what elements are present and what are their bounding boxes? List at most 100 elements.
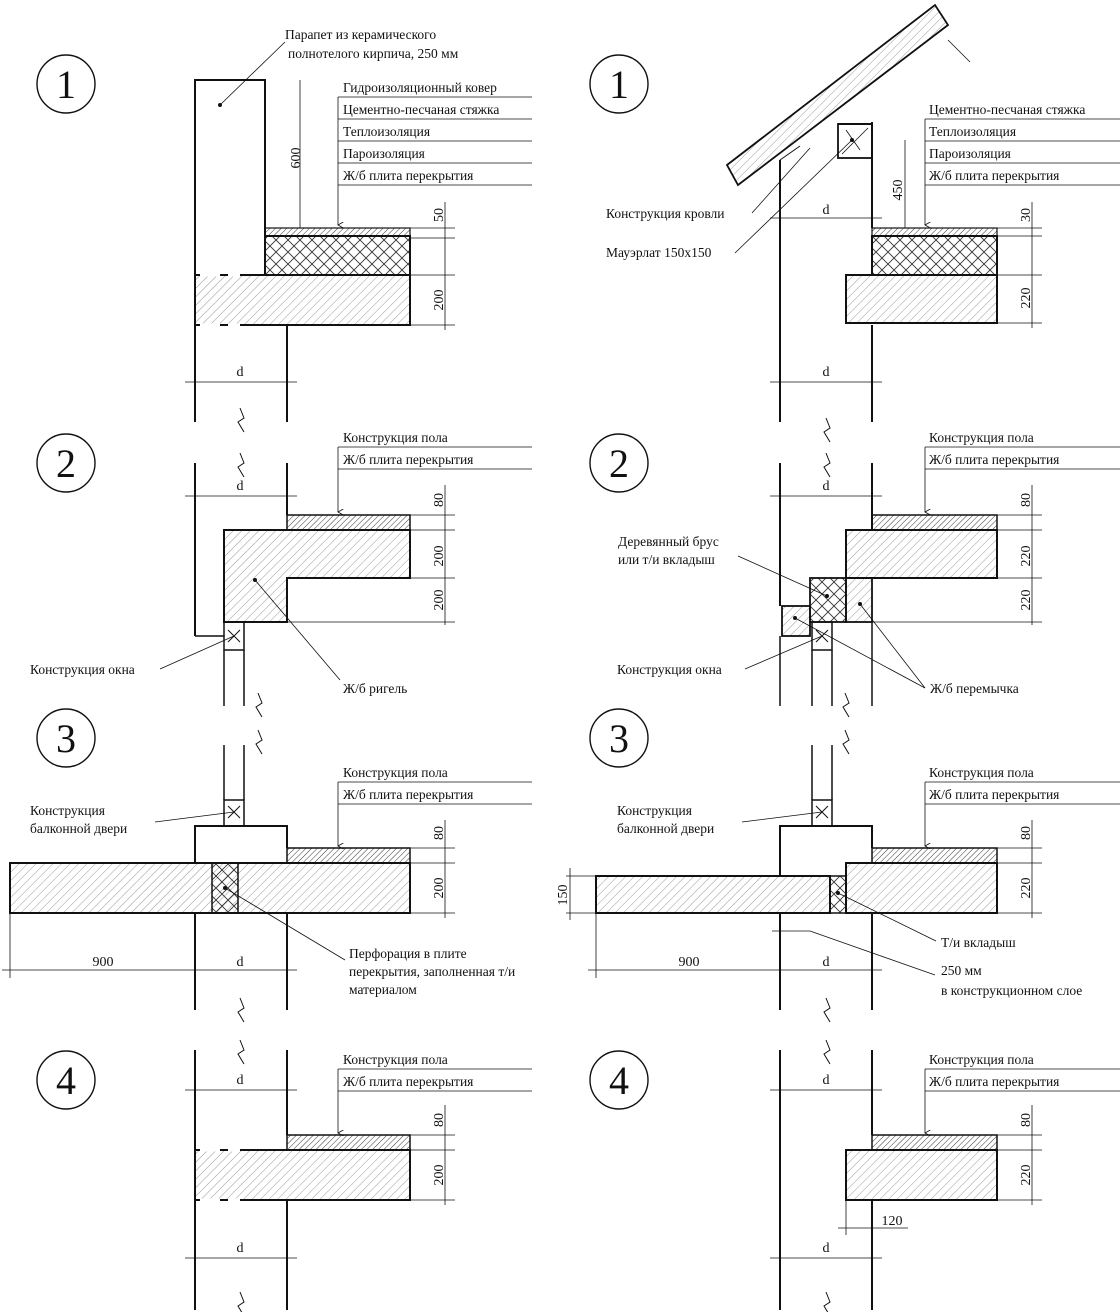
svg-text:Конструкция: Конструкция xyxy=(617,803,692,818)
svg-text:Перфорация в плите: Перфорация в плите xyxy=(349,946,467,961)
parapet xyxy=(194,79,266,276)
svg-text:150: 150 xyxy=(556,885,571,906)
svg-text:900: 900 xyxy=(93,955,114,970)
detail-right-4: 4 d 80 220 120 d Конструкция пола Ж/б пл… xyxy=(589,1039,1120,1312)
svg-text:полнотелого кирпича, 250 мм: полнотелого кирпича, 250 мм xyxy=(288,46,459,61)
svg-text:600: 600 xyxy=(289,148,304,169)
svg-text:Теплоизоляция: Теплоизоляция xyxy=(929,124,1016,139)
svg-text:200: 200 xyxy=(432,878,447,899)
svg-text:d: d xyxy=(237,365,244,380)
svg-text:Конструкция: Конструкция xyxy=(30,803,105,818)
svg-text:220: 220 xyxy=(1019,590,1034,611)
svg-text:Пароизоляция: Пароизоляция xyxy=(343,146,425,161)
detail-left-3: 3 80 200 900 d Конструкция пола Ж/б плит… xyxy=(2,708,532,1023)
svg-text:3: 3 xyxy=(609,716,629,761)
svg-text:балконной двери: балконной двери xyxy=(617,821,714,836)
timber-insert xyxy=(809,577,847,623)
svg-text:Конструкция кровли: Конструкция кровли xyxy=(606,206,725,221)
svg-text:50: 50 xyxy=(432,208,447,222)
svg-text:80: 80 xyxy=(1019,1113,1034,1127)
lintel xyxy=(845,577,873,623)
svg-text:220: 220 xyxy=(1019,878,1034,899)
svg-text:Ж/б плита перекрытия: Ж/б плита перекрытия xyxy=(343,168,473,183)
svg-text:80: 80 xyxy=(432,493,447,507)
svg-text:220: 220 xyxy=(1019,1165,1034,1186)
detail-left-1: 1 600 50 200 d Парапет из керамического … xyxy=(36,27,532,433)
svg-text:Гидроизоляционный ковер: Гидроизоляционный ковер xyxy=(343,80,497,95)
svg-text:80: 80 xyxy=(1019,493,1034,507)
svg-text:Деревянный брус: Деревянный брус xyxy=(618,534,719,549)
svg-text:или т/и вкладыш: или т/и вкладыш xyxy=(618,552,715,567)
svg-text:Мауэрлат 150x150: Мауэрлат 150x150 xyxy=(606,245,712,260)
roof-rafter xyxy=(725,3,950,187)
svg-text:Конструкция окна: Конструкция окна xyxy=(30,662,135,677)
svg-text:Парапет из керамического: Парапет из керамического xyxy=(285,27,436,42)
svg-text:d: d xyxy=(823,365,830,380)
floor-layer xyxy=(286,514,411,531)
balcony-slab xyxy=(595,875,831,914)
svg-text:30: 30 xyxy=(1019,208,1034,222)
svg-text:d: d xyxy=(823,1241,830,1256)
svg-text:в конструкционном слое: в конструкционном слое xyxy=(941,983,1082,998)
svg-text:4: 4 xyxy=(609,1058,629,1103)
svg-text:Пароизоляция: Пароизоляция xyxy=(929,146,1011,161)
svg-text:Ж/б плита перекрытия: Ж/б плита перекрытия xyxy=(929,1074,1059,1089)
svg-text:120: 120 xyxy=(882,1214,903,1229)
svg-text:Ж/б перемычка: Ж/б перемычка xyxy=(930,681,1019,696)
svg-text:d: d xyxy=(823,479,830,494)
svg-text:1: 1 xyxy=(609,62,629,107)
svg-text:Ж/б ригель: Ж/б ригель xyxy=(343,681,407,696)
svg-text:450: 450 xyxy=(891,180,906,201)
detail-number: 1 xyxy=(56,62,76,107)
svg-text:d: d xyxy=(237,1073,244,1088)
svg-text:2: 2 xyxy=(56,441,76,486)
svg-text:Конструкция пола: Конструкция пола xyxy=(343,430,448,445)
svg-text:d: d xyxy=(823,203,830,218)
svg-text:Т/и вкладыш: Т/и вкладыш xyxy=(941,935,1016,950)
svg-text:220: 220 xyxy=(1019,288,1034,309)
svg-text:Конструкция пола: Конструкция пола xyxy=(929,430,1034,445)
svg-text:4: 4 xyxy=(56,1058,76,1103)
detail-right-2: 2 d 80 220 220 Конструкция пола Ж/б плит… xyxy=(589,430,1120,718)
svg-text:200: 200 xyxy=(432,590,447,611)
svg-text:материалом: материалом xyxy=(349,982,417,997)
svg-text:Теплоизоляция: Теплоизоляция xyxy=(343,124,430,139)
balcony-slab xyxy=(9,862,411,914)
svg-text:250 мм: 250 мм xyxy=(941,963,982,978)
svg-text:80: 80 xyxy=(1019,826,1034,840)
svg-text:80: 80 xyxy=(432,826,447,840)
svg-text:Ж/б плита перекрытия: Ж/б плита перекрытия xyxy=(929,787,1059,802)
layer-list: Гидроизоляционный ковер Цементно-песчана… xyxy=(338,80,532,186)
detail-left-4: 4 d 80 200 d Конструкция пола Ж/б плита … xyxy=(36,1039,532,1312)
svg-text:Конструкция пола: Конструкция пола xyxy=(929,765,1034,780)
svg-text:200: 200 xyxy=(432,546,447,567)
svg-text:перекрытия, заполненная т/и: перекрытия, заполненная т/и xyxy=(349,964,515,979)
detail-right-1: 1 d d 450 30 220 Цементно-песча xyxy=(589,3,1120,443)
svg-text:Конструкция пола: Конструкция пола xyxy=(343,1052,448,1067)
svg-text:220: 220 xyxy=(1019,546,1034,567)
screed xyxy=(264,227,411,237)
svg-text:Конструкция пола: Конструкция пола xyxy=(929,1052,1034,1067)
svg-text:Ж/б плита перекрытия: Ж/б плита перекрытия xyxy=(929,168,1059,183)
detail-number-circle xyxy=(36,54,96,114)
svg-text:Цементно-песчаная стяжка: Цементно-песчаная стяжка xyxy=(343,102,499,117)
svg-text:200: 200 xyxy=(432,1165,447,1186)
svg-text:d: d xyxy=(823,955,830,970)
svg-text:200: 200 xyxy=(432,290,447,311)
svg-text:Конструкция окна: Конструкция окна xyxy=(617,662,722,677)
layer-list: Цементно-песчаная стяжка Теплоизоляция П… xyxy=(925,102,1120,186)
svg-text:d: d xyxy=(237,955,244,970)
beam xyxy=(223,529,411,623)
svg-text:балконной двери: балконной двери xyxy=(30,821,127,836)
svg-text:Ж/б плита перекрытия: Ж/б плита перекрытия xyxy=(929,452,1059,467)
svg-text:3: 3 xyxy=(56,716,76,761)
svg-text:Ж/б плита перекрытия: Ж/б плита перекрытия xyxy=(343,787,473,802)
lintel-outer xyxy=(781,605,811,637)
svg-text:2: 2 xyxy=(609,441,629,486)
svg-text:d: d xyxy=(823,1073,830,1088)
svg-text:Конструкция пола: Конструкция пола xyxy=(343,765,448,780)
svg-text:Ж/б плита перекрытия: Ж/б плита перекрытия xyxy=(343,1074,473,1089)
detail-right-3: 3 150 80 220 900 d Конструкция пола Ж/б … xyxy=(556,708,1120,1023)
